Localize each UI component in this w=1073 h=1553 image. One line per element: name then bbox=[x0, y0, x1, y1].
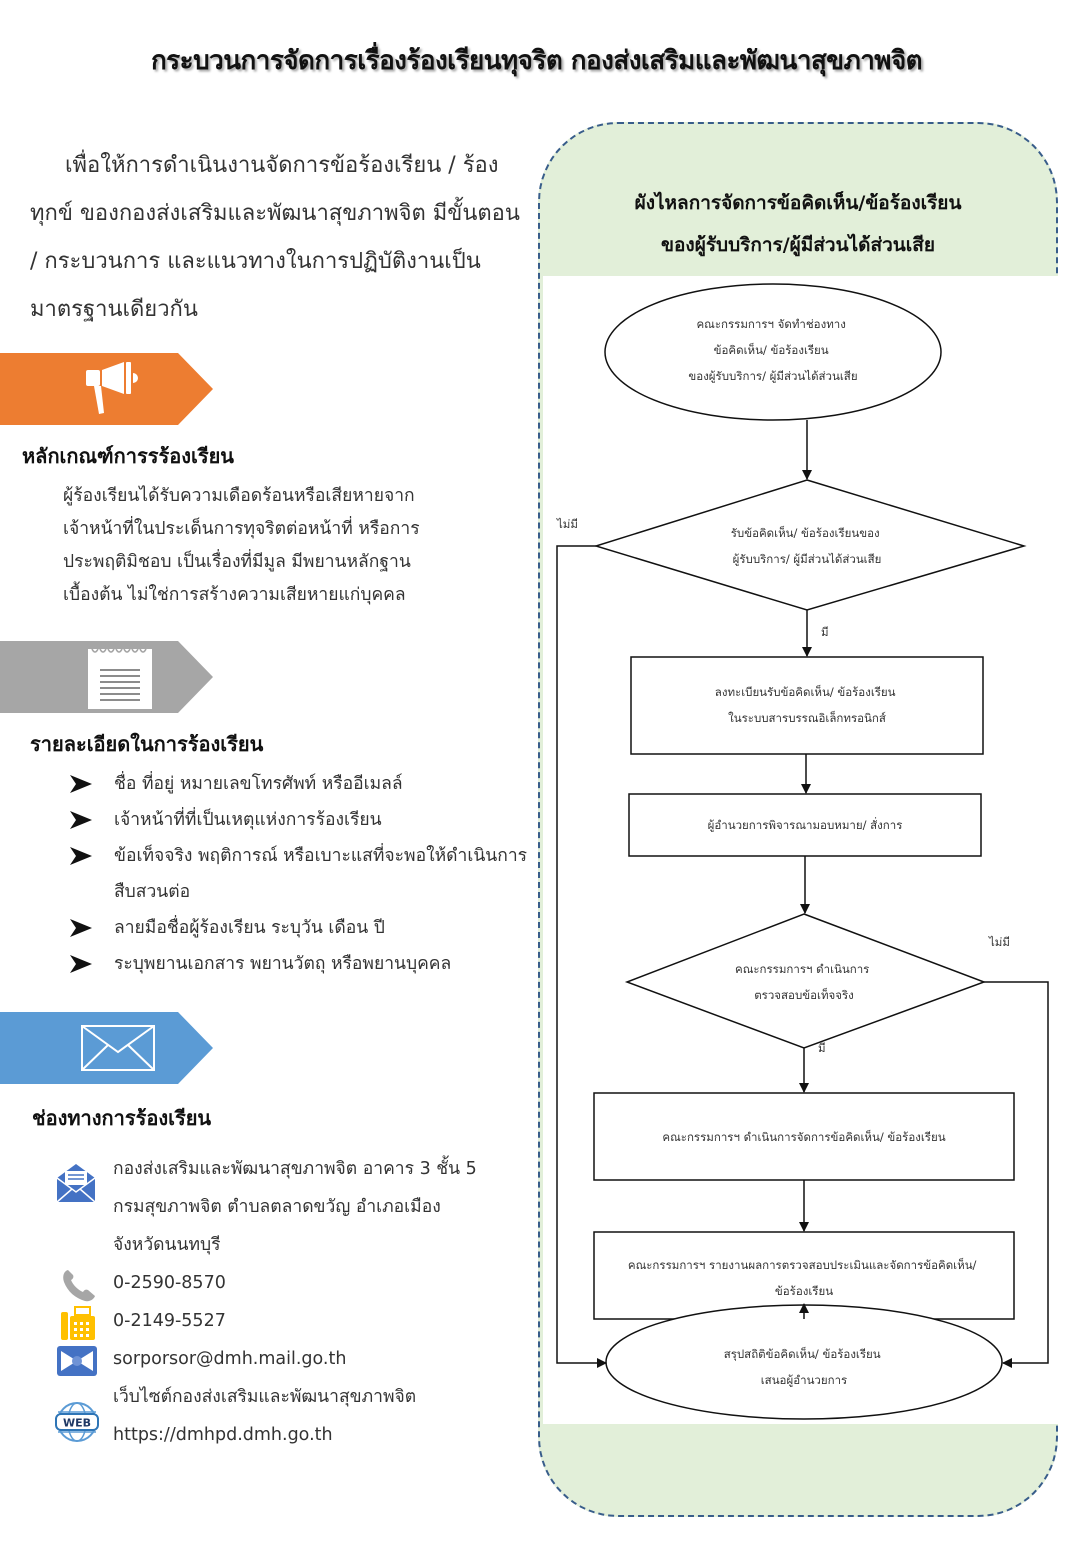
contact-address: กองส่งเสริมและพัฒนาสุขภาพจิต อาคาร 3 ชั้… bbox=[55, 1150, 535, 1264]
address-line: จังหวัดนนทบุรี bbox=[113, 1235, 221, 1255]
flow-end-node bbox=[605, 1304, 1003, 1420]
criteria-line: ประพฤติมิชอบ เป็นเรื่องที่มีมูล มีพยานหล… bbox=[63, 552, 411, 572]
flow-decision-receive bbox=[593, 479, 1027, 611]
contact-email: sorporsor@dmh.mail.go.th bbox=[55, 1340, 535, 1378]
flow-decision-investigate-text: คณะกรรมการฯ ดำเนินการ ตรวจสอบข้อเท็จจริง bbox=[735, 962, 873, 1002]
fax-number: 0-2149-5527 bbox=[113, 1311, 226, 1331]
flow-step-register bbox=[630, 656, 984, 755]
criteria-line: ผู้ร้องเรียนได้รับความเดือดร้อนหรือเสียห… bbox=[63, 486, 415, 506]
fax-icon bbox=[61, 1306, 95, 1340]
flow-step-director bbox=[628, 793, 982, 857]
contact-fax: 0-2149-5527 bbox=[55, 1302, 535, 1340]
flow-label-no: ไม่มี bbox=[556, 517, 578, 531]
arrow-bullet-icon bbox=[70, 775, 92, 793]
email-icon bbox=[57, 1346, 97, 1376]
flow-start-node bbox=[604, 283, 942, 421]
criteria-line: เจ้าหน้าที่ในประเด็นการทุจริตต่อหน้าที่ … bbox=[63, 519, 420, 539]
address-line: กรมสุขภาพจิต ตำบลตลาดขวัญ อำเภอเมือง bbox=[113, 1197, 441, 1217]
channels-heading: ช่องทางการร้องเรียน bbox=[32, 1106, 212, 1130]
flow-step-handle-text: คณะกรรมการฯ ดำเนินการจัดการข้อคิดเห็น/ ข… bbox=[662, 1129, 945, 1144]
flow-decision-receive-text: รับข้อคิดเห็น/ ข้อร้องเรียนของ ผู้รับบริ… bbox=[731, 525, 884, 566]
arrow-bullet-icon bbox=[70, 847, 92, 865]
flow-step-report-text: คณะกรรมการฯ รายงานผลการตรวจสอบประเมินและ… bbox=[628, 1257, 980, 1298]
flowchart-title: ผังไหลการจัดการข้อคิดเห็น/ข้อร้องเรียน ข… bbox=[634, 192, 962, 256]
contact-phone: 0-2590-8570 bbox=[55, 1264, 535, 1302]
details-banner bbox=[0, 641, 213, 713]
arrow-bullet-icon bbox=[70, 955, 92, 973]
web-badge-text: WEB bbox=[63, 1417, 91, 1430]
criteria-banner bbox=[0, 353, 213, 425]
contact-list: กองส่งเสริมและพัฒนาสุขภาพจิต อาคาร 3 ชั้… bbox=[55, 1150, 535, 1454]
address-line: กองส่งเสริมและพัฒนาสุขภาพจิต อาคาร 3 ชั้… bbox=[113, 1159, 477, 1179]
list-item: ชื่อ ที่อยู่ หมายเลขโทรศัพท์ หรืออีเมลล์ bbox=[70, 766, 530, 802]
flow-label-no: ไม่มี bbox=[988, 935, 1010, 949]
contact-website: WEB เว็บไซต์กองส่งเสริมและพัฒนาสุขภาพจิต… bbox=[55, 1378, 535, 1454]
details-heading: รายละเอียดในการร้องเรียน bbox=[30, 732, 264, 756]
criteria-heading: หลักเกณฑ์การรร้องเรียน bbox=[22, 444, 234, 468]
flow-arrow-no-left bbox=[556, 545, 607, 1368]
web-globe-icon: WEB bbox=[55, 1402, 99, 1442]
phone-number[interactable]: 0-2590-8570 bbox=[113, 1273, 226, 1293]
flow-decision-investigate bbox=[624, 913, 987, 1049]
flow-end-text: สรุปสถิติข้อคิดเห็น/ ข้อร้องเรียน เสนอผู… bbox=[724, 1346, 885, 1387]
notepad-icon bbox=[88, 648, 152, 709]
criteria-line: เบื้องต้น ไม่ใช่การสร้างความเสียหายแก่บุ… bbox=[63, 585, 406, 605]
list-item: ระบุพยานเอกสาร พยานวัตถุ หรือพยานบุคคล bbox=[70, 946, 530, 982]
details-list: ชื่อ ที่อยู่ หมายเลขโทรศัพท์ หรืออีเมลล์… bbox=[70, 766, 530, 982]
list-item: ข้อเท็จจริง พฤติการณ์ หรือเบาะแสที่จะพอใ… bbox=[70, 838, 530, 910]
flow-step-director-text: ผู้อำนวยการพิจารณามอบหมาย/ สั่งการ bbox=[708, 817, 903, 832]
list-item: เจ้าหน้าที่ที่เป็นเหตุแห่งการร้องเรียน bbox=[70, 802, 530, 838]
open-mail-icon bbox=[56, 1164, 96, 1203]
flow-start-text: คณะกรรมการฯ จัดทำช่องทาง ข้อคิดเห็น/ ข้อ… bbox=[688, 317, 857, 383]
flow-step-handle bbox=[593, 1092, 1015, 1181]
arrow-bullet-icon bbox=[70, 919, 92, 937]
flow-arrow-no-right bbox=[984, 981, 1049, 1368]
criteria-body: ผู้ร้องเรียนได้รับความเดือดร้อนหรือเสียห… bbox=[63, 480, 523, 612]
flowchart-canvas: คณะกรรมการฯ จัดทำช่องทาง ข้อคิดเห็น/ ข้อ… bbox=[543, 276, 1059, 1424]
list-item: ลายมือชื่อผู้ร้องเรียน ระบุวัน เดือน ปี bbox=[70, 910, 530, 946]
flow-label-yes: มี bbox=[821, 625, 829, 639]
flow-label-yes: มี bbox=[818, 1041, 826, 1055]
flowchart: คณะกรรมการฯ จัดทำช่องทาง ข้อคิดเห็น/ ข้อ… bbox=[556, 283, 1049, 1420]
website-url[interactable]: https://dmhpd.dmh.go.th bbox=[113, 1425, 333, 1445]
website-label: เว็บไซต์กองส่งเสริมและพัฒนาสุขภาพจิต bbox=[113, 1387, 417, 1407]
intro-paragraph: เพื่อให้การดำเนินงานจัดการข้อร้องเรียน /… bbox=[30, 153, 520, 322]
arrow-bullet-icon bbox=[70, 811, 92, 829]
envelope-icon bbox=[81, 1025, 155, 1071]
flow-step-register-text: ลงทะเบียนรับข้อคิดเห็น/ ข้อร้องเรียน ในร… bbox=[715, 684, 899, 725]
channels-banner bbox=[0, 1012, 213, 1084]
phone-icon bbox=[63, 1270, 95, 1302]
email-address[interactable]: sorporsor@dmh.mail.go.th bbox=[113, 1349, 347, 1369]
megaphone-icon bbox=[86, 362, 138, 414]
page-title: กระบวนการจัดการเรื่องร้องเรียนทุจริต กอง… bbox=[150, 46, 923, 76]
